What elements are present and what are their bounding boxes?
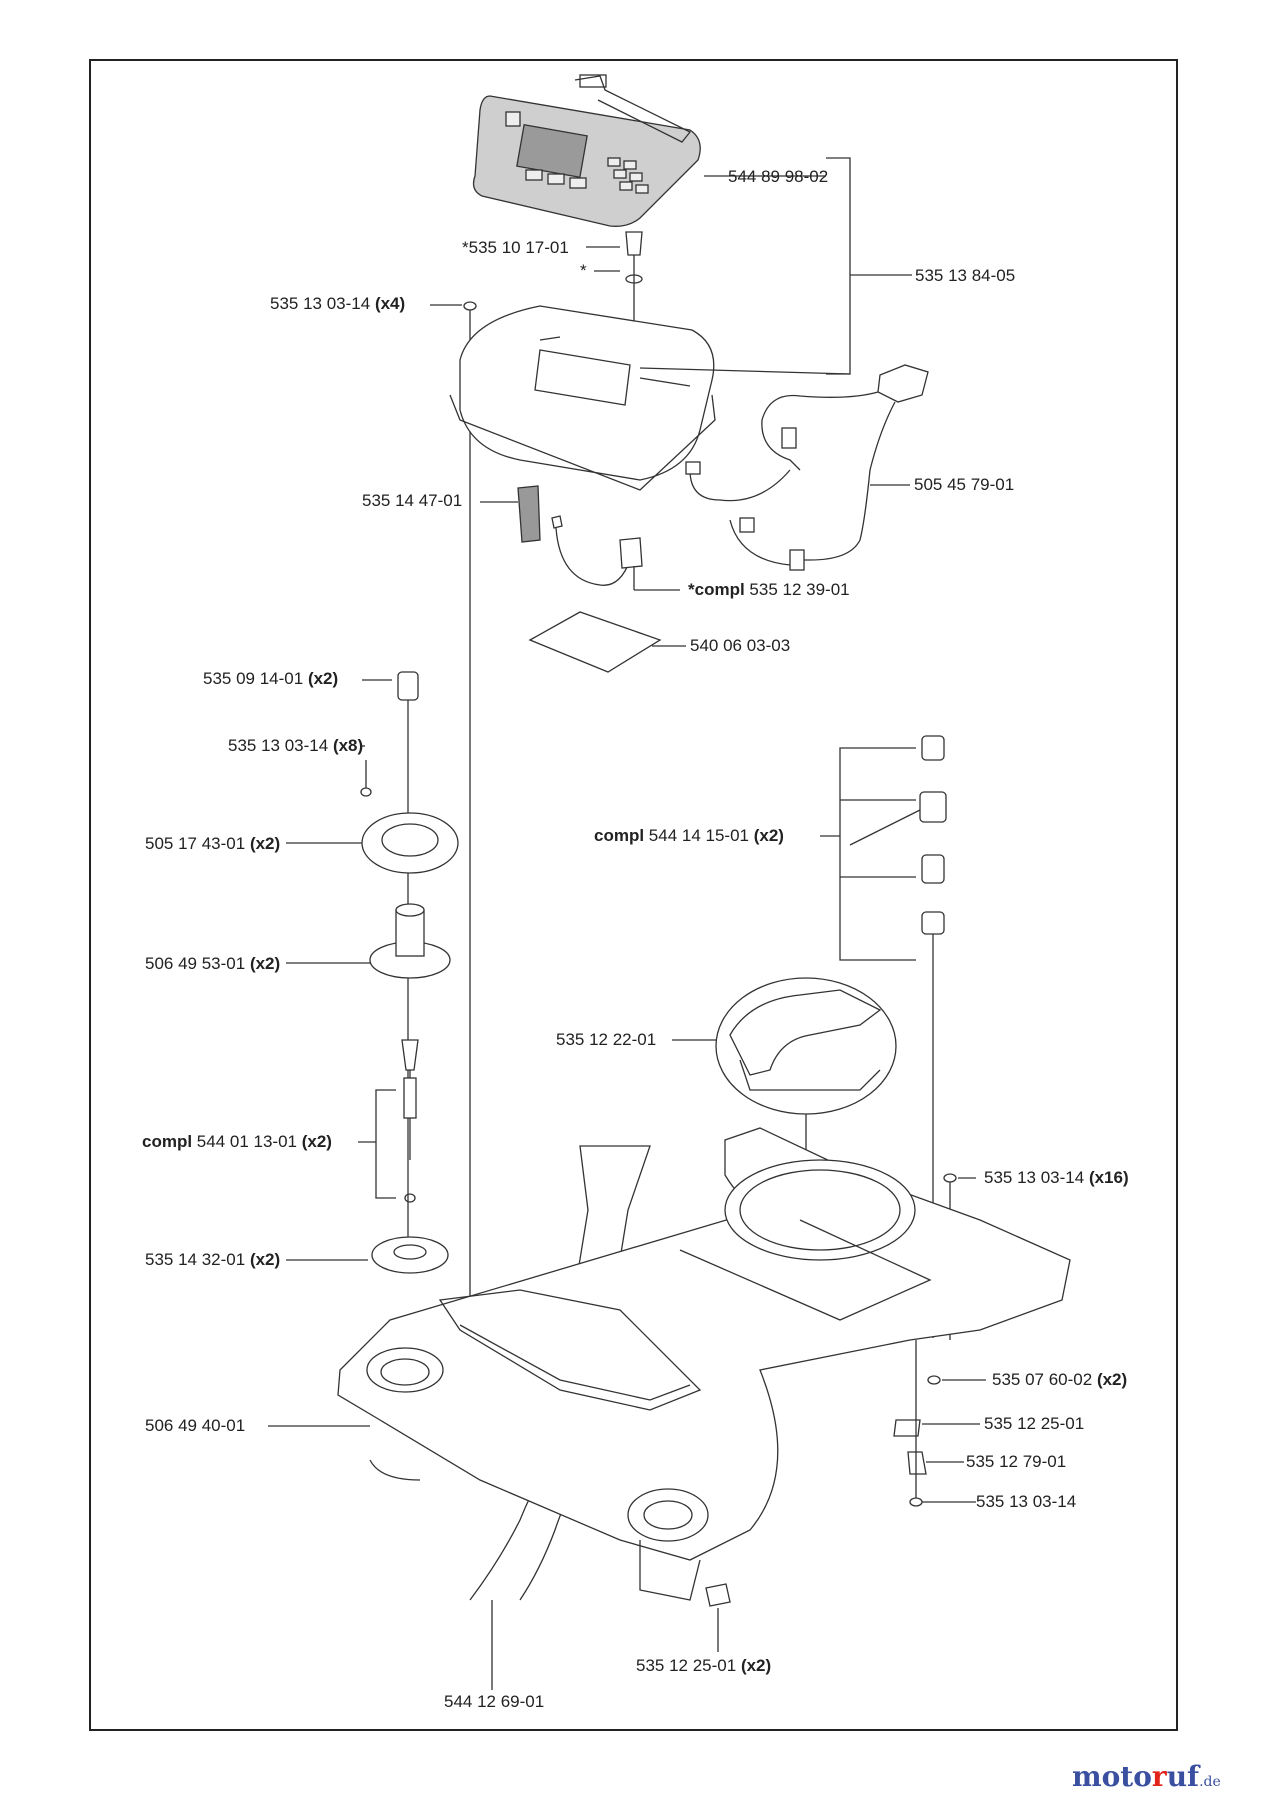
motoruf-logo: motoruf.de bbox=[1072, 1760, 1221, 1793]
keypad-overlay-part bbox=[472, 74, 701, 227]
part-label-505-45-79-01: 505 45 79-01 bbox=[914, 475, 1015, 494]
part-label-535-13-03-14-x8: 535 13 03-14 (x8) bbox=[228, 736, 364, 755]
part-label-535-12-25-01-x2: 535 12 25-01 (x2) bbox=[636, 1656, 772, 1675]
part-label-535-10-17-01: *535 10 17-01 bbox=[462, 238, 569, 257]
part-label-535-12-79-01: 535 12 79-01 bbox=[966, 1452, 1067, 1471]
part-label-506-49-40-01: 506 49 40-01 bbox=[145, 1416, 246, 1435]
part-label-535-07-60-02: 535 07 60-02 (x2) bbox=[992, 1370, 1128, 1389]
part-label-505-17-43-01: 505 17 43-01 (x2) bbox=[145, 834, 281, 853]
part-label-compl-544-01-13-01: compl 544 01 13-01 (x2) bbox=[142, 1132, 332, 1151]
part-label-540-06-03-03: 540 06 03-03 bbox=[690, 636, 791, 655]
part-label-535-13-84-05: 535 13 84-05 bbox=[915, 266, 1016, 285]
part-label-535-13-03-14: 535 13 03-14 bbox=[976, 1492, 1077, 1511]
part-label-535-12-25-01: 535 12 25-01 bbox=[984, 1414, 1085, 1433]
cover-part bbox=[449, 305, 716, 491]
drawing-frame bbox=[89, 59, 1178, 1731]
part-label-asterisk: * bbox=[580, 261, 587, 280]
part-label-535-13-03-14-x16: 535 13 03-14 (x16) bbox=[984, 1168, 1129, 1187]
part-label-544-89-98-02: 544 89 98-02 bbox=[728, 167, 829, 186]
base-chassis-part bbox=[337, 1127, 1071, 1601]
part-label-544-12-69-01: 544 12 69-01 bbox=[444, 1692, 545, 1711]
part-label-compl-535-12-39-01: *compl 535 12 39-01 bbox=[688, 580, 850, 599]
cable-harness-part bbox=[685, 364, 929, 571]
part-label-535-12-22-01: 535 12 22-01 bbox=[556, 1030, 657, 1049]
part-label-compl-544-14-15-01: compl 544 14 15-01 (x2) bbox=[594, 826, 784, 845]
part-label-535-14-47-01: 535 14 47-01 bbox=[362, 491, 463, 510]
part-label-535-13-03-14-x4: 535 13 03-14 (x4) bbox=[270, 294, 406, 313]
part-label-506-49-53-01: 506 49 53-01 (x2) bbox=[145, 954, 281, 973]
part-label-535-14-32-01: 535 14 32-01 (x2) bbox=[145, 1250, 281, 1269]
part-label-535-09-14-01: 535 09 14-01 (x2) bbox=[203, 669, 339, 688]
wheel-cover-part bbox=[715, 977, 897, 1115]
